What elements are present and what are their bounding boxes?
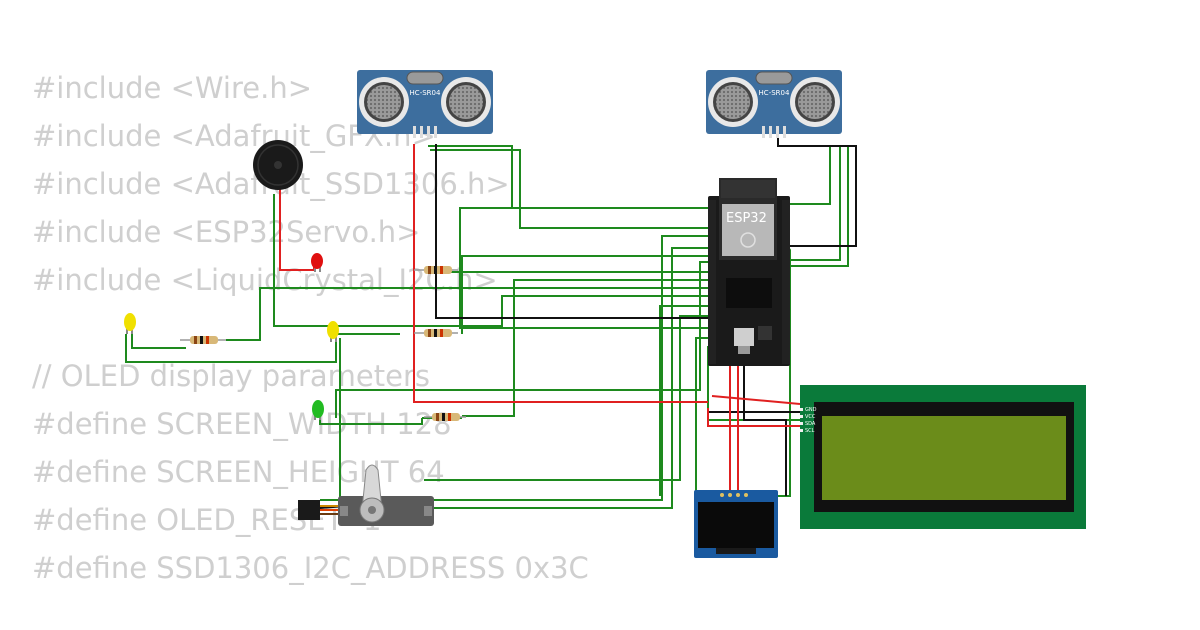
green-wires bbox=[125, 145, 849, 509]
code-line: // OLED display parameters bbox=[32, 359, 431, 393]
code-line: #define SCREEN_WIDTH 128 bbox=[32, 407, 452, 441]
servo-motor[interactable] bbox=[298, 464, 434, 526]
lcd-pin-sda: SDA bbox=[805, 421, 816, 427]
resistor-1[interactable] bbox=[414, 266, 458, 274]
led-yellow-2[interactable] bbox=[327, 321, 339, 342]
code-line: #include <ESP32Servo.h> bbox=[32, 215, 421, 249]
lcd-display[interactable]: GND VCC SDA SCL bbox=[800, 385, 1086, 529]
code-line: #define SSD1306_I2C_ADDRESS 0x3C bbox=[32, 551, 589, 585]
code-line: #include <Adafruit_SSD1306.h> bbox=[32, 167, 510, 201]
esp32-left-pins bbox=[708, 200, 716, 364]
code-line: #include <Wire.h> bbox=[32, 71, 313, 105]
buzzer[interactable] bbox=[253, 140, 303, 190]
led-green[interactable] bbox=[312, 400, 324, 420]
code-line: #include <LiquidCrystal_I2C.h> bbox=[32, 263, 498, 297]
ultrasonic-sensor-1[interactable]: HC-SR04 bbox=[357, 70, 493, 138]
esp32-board[interactable]: ESP32 bbox=[708, 178, 790, 366]
resistor-4[interactable] bbox=[424, 413, 466, 421]
led-red[interactable] bbox=[311, 253, 323, 272]
oled-display[interactable] bbox=[694, 490, 778, 558]
esp32-right-pins bbox=[782, 200, 790, 364]
lcd-pin-scl: SCL bbox=[805, 428, 815, 434]
sensor-2-label: HC-SR04 bbox=[759, 89, 790, 97]
ultrasonic-sensor-2[interactable]: HC-SR04 bbox=[706, 70, 842, 138]
sensor-1-label: HC-SR04 bbox=[410, 89, 441, 97]
code-line: #define SCREEN_HEIGHT 64 bbox=[32, 455, 445, 489]
resistor-2[interactable] bbox=[414, 329, 458, 337]
lcd-pin-vcc: VCC bbox=[805, 414, 816, 420]
esp32-label: ESP32 bbox=[726, 211, 767, 226]
lcd-pin-gnd: GND bbox=[805, 407, 817, 413]
resistor-3[interactable] bbox=[180, 336, 226, 344]
led-yellow-1[interactable] bbox=[124, 313, 136, 334]
